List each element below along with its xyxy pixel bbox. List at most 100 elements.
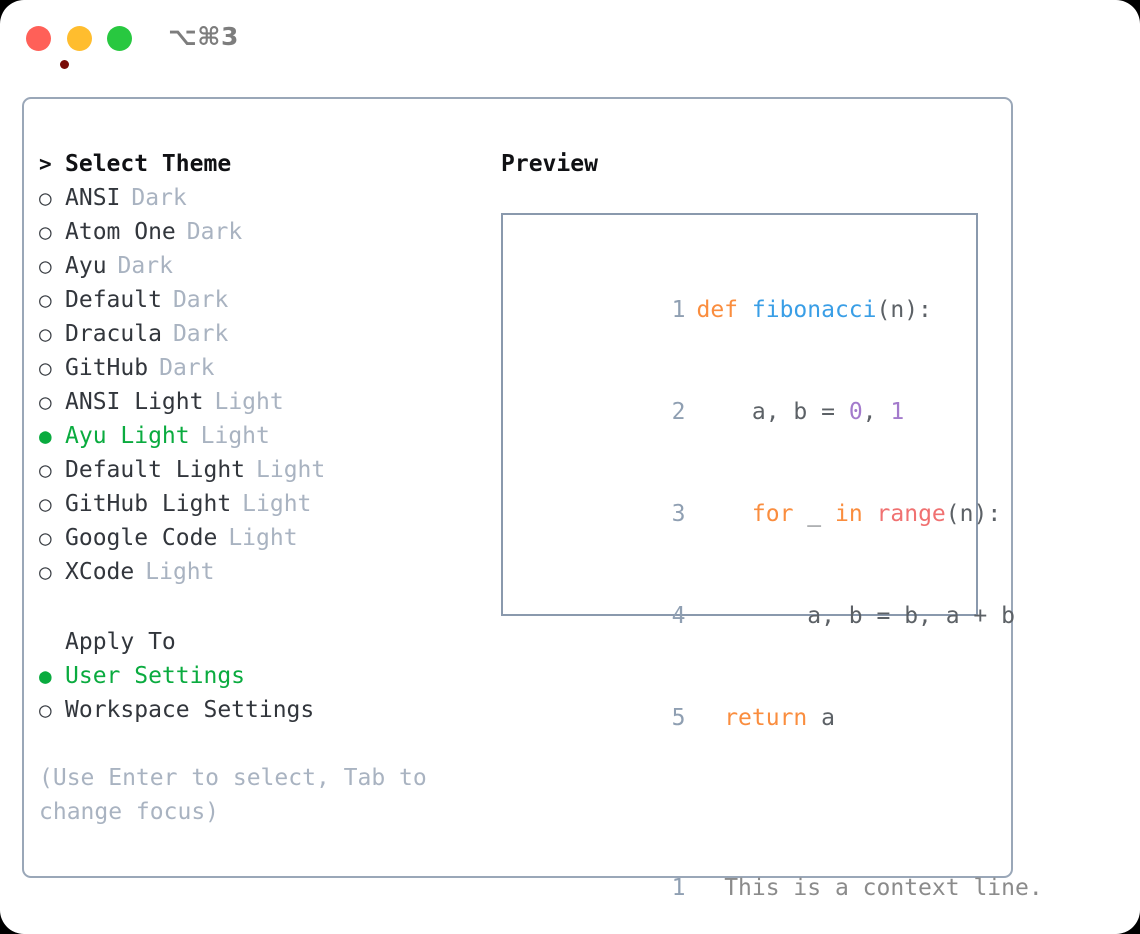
code-spacer bbox=[517, 803, 976, 837]
line-number: 4 bbox=[671, 603, 686, 629]
title-bar: ⌥⌘3 bbox=[0, 0, 1140, 78]
code-token-keyword: return bbox=[724, 705, 808, 731]
prompt-caret-icon: > bbox=[39, 152, 52, 176]
theme-list-item[interactable]: ○ Ayu Dark bbox=[39, 249, 489, 283]
code-token-plain: , bbox=[862, 399, 891, 425]
code-line: 5 return a bbox=[517, 667, 976, 769]
radio-icon[interactable]: ○ bbox=[39, 288, 52, 312]
apply-option-workspace-settings[interactable]: ○ Workspace Settings bbox=[39, 693, 489, 727]
radio-icon[interactable]: ○ bbox=[39, 560, 52, 584]
theme-list-item[interactable]: ○ Google Code Light bbox=[39, 521, 489, 555]
radio-icon[interactable]: ○ bbox=[39, 220, 52, 244]
code-spacer bbox=[517, 769, 976, 803]
apply-option-label: User Settings bbox=[65, 663, 246, 689]
radio-icon-selected[interactable]: ● bbox=[39, 664, 52, 688]
theme-list-item[interactable]: ○ Atom One Dark bbox=[39, 215, 489, 249]
radio-icon[interactable]: ○ bbox=[39, 390, 52, 414]
theme-list-item[interactable]: ○ ANSI Light Light bbox=[39, 385, 489, 419]
theme-category: Dark bbox=[117, 253, 173, 279]
code-token-number: 1 bbox=[890, 399, 905, 425]
theme-name: Google Code bbox=[65, 525, 218, 551]
code-token-keyword: def bbox=[696, 297, 752, 323]
radio-icon[interactable]: ○ bbox=[39, 698, 52, 722]
apply-to-header: ○Apply To bbox=[39, 625, 489, 659]
code-token-plain: a, b = bbox=[696, 399, 849, 425]
line-number: 2 bbox=[671, 399, 686, 425]
theme-name: GitHub bbox=[65, 355, 149, 381]
radio-icon[interactable]: ○ bbox=[39, 356, 52, 380]
diff-sign bbox=[696, 875, 710, 901]
theme-name: Ayu bbox=[65, 253, 107, 279]
radio-icon[interactable]: ○ bbox=[39, 526, 52, 550]
code-line: 4 a, b = b, a + b bbox=[517, 565, 1015, 667]
theme-name: Ayu Light bbox=[65, 423, 190, 449]
code-token-plain: (n): bbox=[876, 297, 932, 323]
code-token-number: 0 bbox=[848, 399, 863, 425]
theme-category: Light bbox=[242, 491, 312, 517]
code-line: 1 def fibonacci(n): bbox=[517, 259, 976, 361]
theme-category: Light bbox=[228, 525, 298, 551]
window-title: ⌥⌘3 bbox=[168, 22, 239, 51]
theme-category: Dark bbox=[186, 219, 243, 245]
code-token-plain bbox=[696, 705, 724, 731]
theme-category: Light bbox=[256, 457, 326, 483]
keyboard-hint-text: (Use Enter to select, Tab to change focu… bbox=[39, 765, 441, 825]
radio-icon[interactable]: ○ bbox=[39, 254, 52, 278]
theme-list-item[interactable]: ○ GitHub Light Light bbox=[39, 487, 489, 521]
recording-indicator-icon bbox=[60, 60, 69, 69]
radio-icon[interactable]: ○ bbox=[39, 322, 52, 346]
theme-list-item[interactable]: ○ Default Light Light bbox=[39, 453, 489, 487]
theme-category: Light bbox=[214, 389, 284, 415]
theme-name: ANSI bbox=[65, 185, 121, 211]
line-number: 5 bbox=[671, 705, 686, 731]
code-token-plain: (n): bbox=[945, 501, 1002, 527]
line-number: 3 bbox=[671, 501, 686, 527]
theme-category: Dark bbox=[172, 287, 229, 313]
spacer: ○ bbox=[39, 625, 65, 659]
diff-line-context: 1 This is a context line. bbox=[517, 837, 1043, 934]
line-number: 1 bbox=[671, 875, 686, 901]
radio-icon-selected[interactable]: ● bbox=[39, 424, 52, 448]
apply-option-user-settings[interactable]: ● User Settings bbox=[39, 659, 489, 693]
apply-to-options: ● User Settings ○ Workspace Settings bbox=[39, 659, 489, 727]
theme-category: Dark bbox=[172, 321, 229, 347]
theme-name: Default bbox=[65, 287, 162, 313]
theme-name: ANSI Light bbox=[65, 389, 204, 415]
select-theme-header: > Select Theme bbox=[39, 147, 489, 181]
theme-name: GitHub Light bbox=[65, 491, 232, 517]
theme-name: Default Light bbox=[65, 457, 246, 483]
theme-category: Light bbox=[145, 559, 215, 585]
radio-icon[interactable]: ○ bbox=[39, 492, 52, 516]
preview-heading: Preview bbox=[501, 151, 598, 177]
theme-category: Light bbox=[200, 423, 270, 449]
code-token-plain: _ bbox=[793, 501, 835, 527]
code-token-function: fibonacci bbox=[751, 297, 877, 323]
code-token-plain: a bbox=[807, 705, 835, 731]
code-token-keyword: for bbox=[751, 501, 794, 527]
theme-name: Dracula bbox=[65, 321, 162, 347]
theme-name: Atom One bbox=[65, 219, 176, 245]
radio-icon[interactable]: ○ bbox=[39, 186, 52, 210]
close-window-button[interactable] bbox=[26, 26, 69, 69]
theme-list-item-selected[interactable]: ● Ayu Light Light bbox=[39, 419, 489, 453]
code-token-plain: a, b = b, a + b bbox=[696, 603, 1015, 629]
theme-category: Dark bbox=[159, 355, 215, 381]
select-theme-label: Select Theme bbox=[65, 151, 232, 177]
theme-list-item[interactable]: ○ Dracula Dark bbox=[39, 317, 489, 351]
theme-list-item[interactable]: ○ GitHub Dark bbox=[39, 351, 489, 385]
theme-list-item[interactable]: ○ Default Dark bbox=[39, 283, 489, 317]
code-line: 2 a, b = 0, 1 bbox=[517, 361, 976, 463]
radio-icon[interactable]: ○ bbox=[39, 458, 52, 482]
apply-option-label: Workspace Settings bbox=[65, 697, 315, 723]
maximize-window-button[interactable] bbox=[107, 26, 132, 51]
theme-category: Dark bbox=[131, 185, 187, 211]
code-token-keyword: in bbox=[834, 501, 863, 527]
line-number: 1 bbox=[671, 297, 686, 323]
theme-list-item[interactable]: ○ ANSI Dark bbox=[39, 181, 489, 215]
minimize-window-button[interactable] bbox=[67, 26, 92, 51]
